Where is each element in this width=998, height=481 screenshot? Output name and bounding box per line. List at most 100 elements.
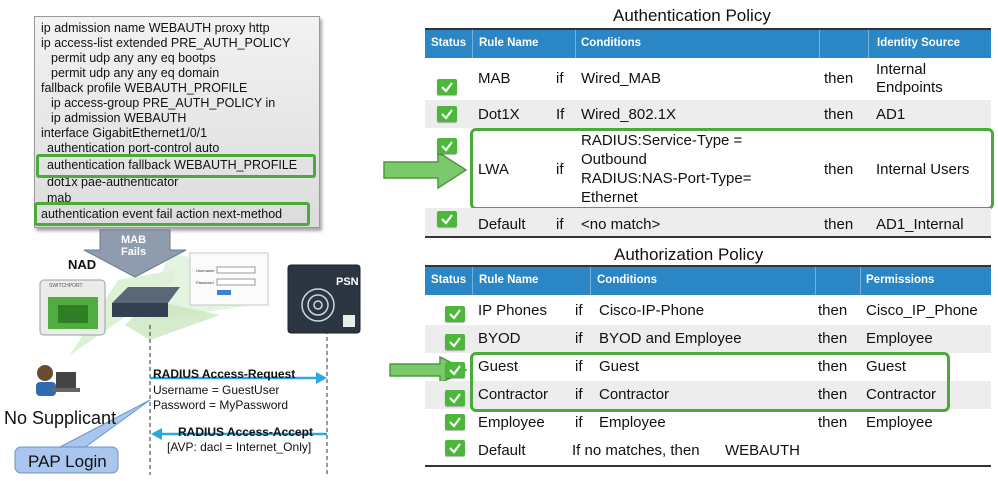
- status-check-icon: [437, 138, 457, 154]
- authc-header-identity-source: Identity Source: [877, 37, 961, 49]
- login-submit-button: [217, 290, 231, 295]
- cli-line: dot1x pae-authenticator: [47, 175, 179, 189]
- rule-condition: Wired_802.1X: [581, 106, 677, 123]
- rule-if: If: [556, 106, 565, 123]
- rule-then: then: [824, 216, 854, 233]
- pap-login-label: PAP Login: [28, 452, 107, 471]
- login-username-box: [216, 266, 256, 274]
- rule-condition: <no match>: [581, 216, 661, 233]
- rule-condition: Contractor: [599, 386, 670, 403]
- cli-line: interface GigabitEthernet1/0/1: [41, 126, 208, 140]
- authz-row-byod[interactable]: BYOD if BYOD and Employee then Employee: [425, 325, 991, 353]
- cli-line: fallback profile WEBAUTH_PROFILE: [41, 81, 248, 95]
- cli-highlight-event-fail: [34, 202, 310, 226]
- rule-result: Internal: [876, 61, 927, 78]
- rule-name: BYOD: [478, 330, 521, 347]
- rule-name: Dot1X: [478, 106, 520, 123]
- accept-avp: [AVP: dacl = Internet_Only]: [167, 440, 312, 454]
- rule-result: Employee: [866, 330, 933, 347]
- mab-fails-arrow: [83, 229, 187, 278]
- cli-line: authentication port-control auto: [47, 141, 220, 155]
- status-check-icon: [445, 334, 465, 350]
- authz-row-ip-phones[interactable]: IP Phones if Cisco-IP-Phone then Cisco_I…: [425, 297, 991, 325]
- rule-condition: Employee: [599, 414, 666, 431]
- authz-bottom-rule: [425, 465, 991, 467]
- request-username: Username = GuestUser: [153, 383, 280, 397]
- authz-row-guest[interactable]: Guest if Guest then Guest: [425, 353, 991, 381]
- user-body-icon: [36, 382, 56, 396]
- cli-line: permit udp any any eq bootps: [51, 51, 216, 65]
- diagram-graphics: [14, 229, 361, 475]
- authc-row-dot1x[interactable]: Dot1X If Wired_802.1X then AD1: [425, 100, 991, 128]
- authc-row-lwa[interactable]: LWA if RADIUS:Service-Type = Outbound RA…: [425, 128, 991, 208]
- rule-then: then: [818, 358, 848, 375]
- rule-result: AD1: [876, 106, 906, 123]
- cli-line-highlighted: authentication fallback WEBAUTH_PROFILE: [47, 158, 298, 172]
- rule-condition: Guest: [599, 358, 640, 375]
- cli-line: permit udp any any eq domain: [51, 66, 220, 80]
- rule-then: then: [818, 414, 848, 431]
- authc-header-conditions: Conditions: [581, 37, 642, 49]
- rule-result: Internal Users: [876, 161, 970, 178]
- rule-name: Default: [478, 216, 526, 233]
- login-password-label: Password: [196, 280, 214, 285]
- rule-name: Employee: [478, 414, 545, 431]
- cli-line: mab: [47, 191, 72, 205]
- status-check-icon: [437, 211, 457, 227]
- rule-result: WEBAUTH: [725, 442, 800, 459]
- status-check-icon: [445, 414, 465, 430]
- rule-condition: If no matches, then: [572, 442, 700, 459]
- status-check-icon: [445, 362, 465, 378]
- rule-result: Cisco_IP_Phone: [866, 302, 978, 319]
- user-head-icon: [37, 365, 53, 381]
- cli-line: ip access-group PRE_AUTH_POLICY in: [51, 96, 276, 110]
- rule-name: MAB: [478, 70, 511, 87]
- authz-row-employee[interactable]: Employee if Employee then Employee: [425, 409, 991, 437]
- authz-header-conditions: Conditions: [597, 274, 658, 286]
- authc-bottom-rule: [425, 236, 991, 238]
- authc-row-default[interactable]: Default if <no match> then AD1_Internal: [425, 208, 991, 236]
- authc-table-header: Status Rule Name Conditions Identity Sou…: [425, 30, 991, 58]
- mab-fails-label: MAB Fails: [121, 234, 147, 258]
- cli-highlight-fallback: [36, 154, 316, 178]
- accept-title: RADIUS Access-Accept: [178, 425, 313, 439]
- status-check-icon: [445, 440, 465, 456]
- authz-row-contractor[interactable]: Contractor if Contractor then Contractor: [425, 381, 991, 409]
- rule-then: then: [824, 106, 854, 123]
- pap-callout-box: [14, 446, 119, 474]
- authc-top-rule: [425, 28, 991, 30]
- switchport-jack: [58, 305, 88, 323]
- cli-config-panel: ip admission name WEBAUTH proxy http ip …: [34, 16, 320, 228]
- rule-name: IP Phones: [478, 302, 547, 319]
- status-check-icon: [445, 306, 465, 322]
- authz-row-default[interactable]: Default If no matches, then WEBAUTH: [425, 437, 991, 465]
- login-username-label: Username: [196, 268, 215, 273]
- cli-line: ip admission WEBAUTH: [51, 111, 187, 125]
- request-password: Password = MyPassword: [153, 398, 289, 412]
- rule-result: Guest: [866, 358, 907, 375]
- rule-condition: Ethernet: [581, 189, 638, 206]
- rule-then: then: [818, 330, 848, 347]
- fingerprint-icon: [301, 288, 335, 322]
- cli-line: ip access-list extended PRE_AUTH_POLICY: [41, 36, 291, 50]
- rule-then: then: [818, 386, 848, 403]
- rule-result: Employee: [866, 414, 933, 431]
- rule-then: then: [824, 161, 854, 178]
- laptop-icon: [56, 372, 76, 388]
- rule-condition: RADIUS:Service-Type =: [581, 132, 743, 149]
- authz-table-header: Status Rule Name Conditions Permissions: [425, 267, 991, 295]
- authorization-policy-title: Authorization Policy: [614, 245, 764, 264]
- psn-card-icon: [343, 315, 355, 327]
- authc-header-status: Status: [431, 37, 467, 49]
- request-title: RADIUS Access-Request: [153, 367, 296, 381]
- nad-label: NAD: [68, 257, 97, 272]
- rule-if: if: [575, 358, 583, 375]
- rule-name: Contractor: [478, 386, 549, 403]
- cli-line-highlighted: authentication event fail action next-me…: [41, 207, 283, 221]
- accept-arrow-head: [151, 428, 162, 440]
- rule-then: then: [818, 302, 848, 319]
- rule-if: if: [575, 414, 583, 431]
- authc-row-mab[interactable]: MAB if Wired_MAB then Internal Endpoints: [425, 58, 991, 100]
- rule-if: if: [575, 330, 583, 347]
- status-check-icon: [445, 390, 465, 406]
